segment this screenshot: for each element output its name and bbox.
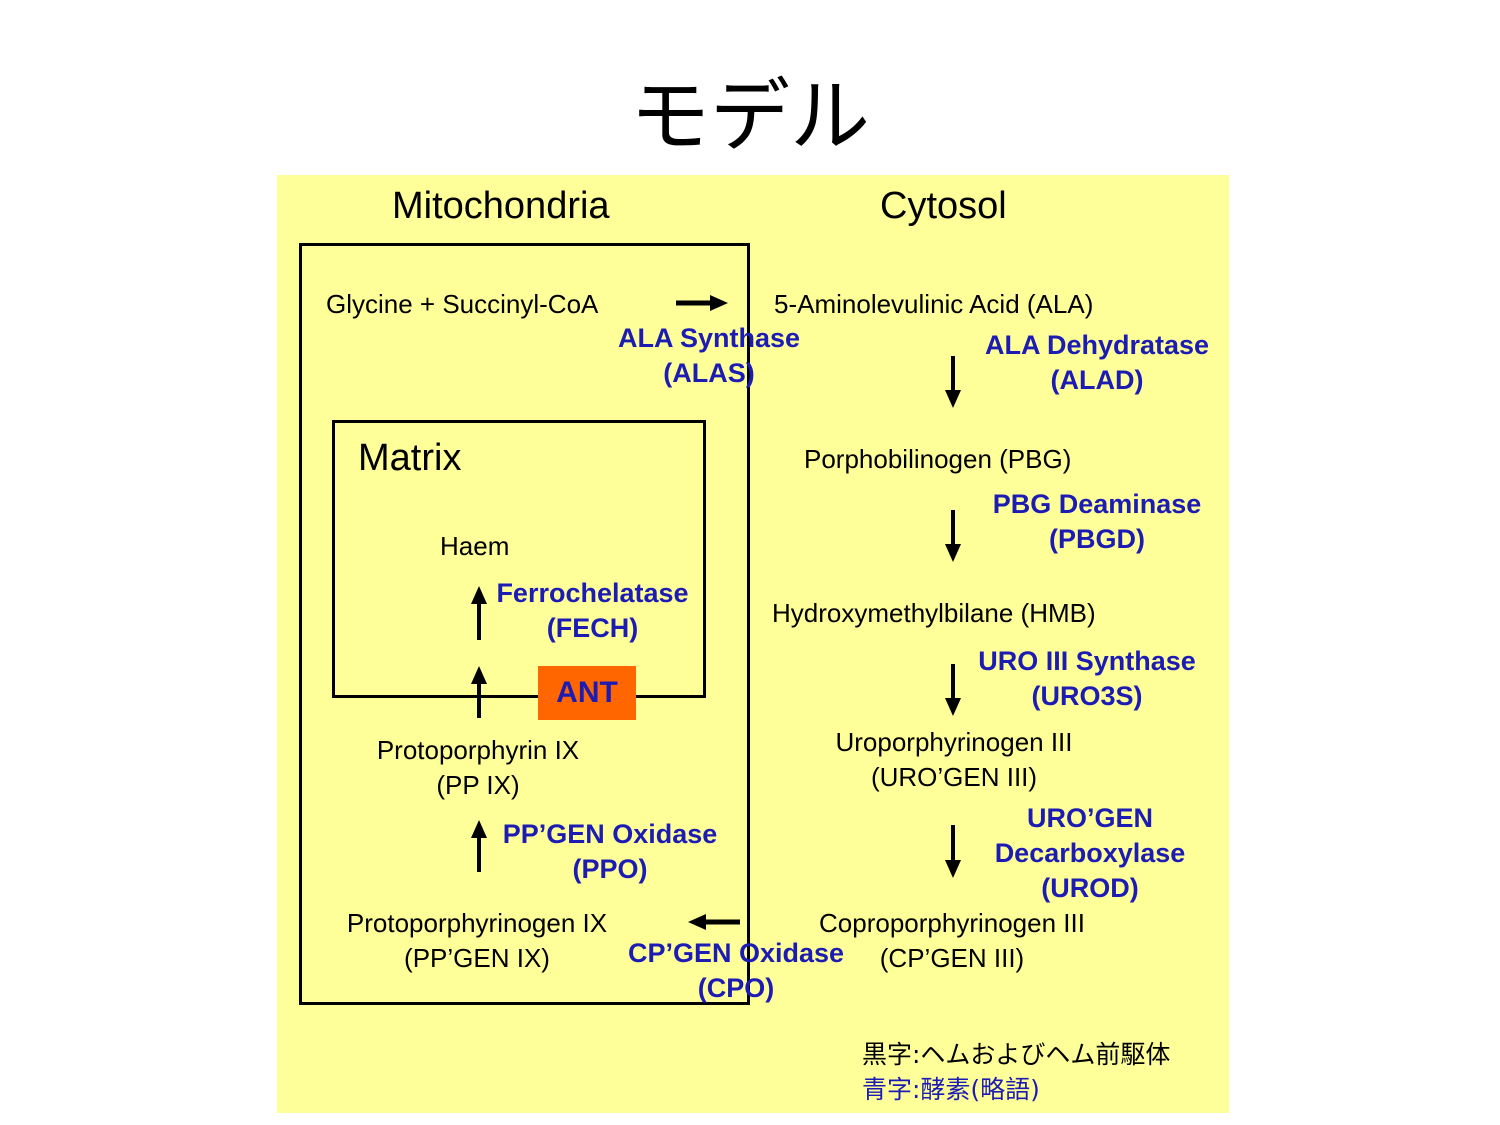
enzyme-ppo: PP’GEN Oxidase (PPO) xyxy=(502,819,718,884)
ant-transporter: ANT xyxy=(538,666,636,720)
diagram-panel xyxy=(277,175,1229,1113)
enzyme-pbgd: PBG Deaminase (PBGD) xyxy=(992,489,1202,554)
pbg-metabolite: Porphobilinogen (PBG) xyxy=(804,444,1072,474)
enzyme-urod: URO’GEN Decarboxylase (UROD) xyxy=(994,803,1186,903)
hmb-metabolite: Hydroxymethylbilane (HMB) xyxy=(772,598,1096,628)
ppgen-metabolite: Protoporphyrinogen IX (PP’GEN IX) xyxy=(346,908,608,973)
ppix-metabolite: Protoporphyrin IX (PP IX) xyxy=(376,735,580,800)
arrow-down-icon xyxy=(945,510,961,562)
enzyme-fech: Ferrochelatase (FECH) xyxy=(496,578,689,643)
enzyme-alad: ALA Dehydratase (ALAD) xyxy=(984,330,1210,395)
enzyme-alas: ALA Synthase (ALAS) xyxy=(617,323,801,388)
page-title: モデル xyxy=(630,70,870,163)
legend-blue-text: 青字:酵素(略語) xyxy=(862,1075,1040,1104)
matrix-label: Matrix xyxy=(358,437,462,479)
arrow-down-icon xyxy=(945,356,961,408)
legend-black-text: 黒字:ヘムおよびヘム前駆体 xyxy=(862,1040,1171,1069)
ala-metabolite: 5-Aminolevulinic Acid (ALA) xyxy=(774,289,1094,319)
arrow-right-icon xyxy=(676,295,728,311)
arrow-down-icon xyxy=(945,664,961,716)
arrow-up-icon xyxy=(471,666,487,718)
arrow-left-icon xyxy=(688,914,740,930)
enzyme-uro3s: URO III Synthase (URO3S) xyxy=(978,646,1196,711)
cytosol-label: Cytosol xyxy=(880,185,1007,227)
arrow-down-icon xyxy=(945,825,961,878)
enzyme-cpo: CP’GEN Oxidase (CPO) xyxy=(627,938,845,1003)
urogen-metabolite: Uroporphyrinogen III (URO’GEN III) xyxy=(835,727,1073,792)
mitochondria-label: Mitochondria xyxy=(392,185,610,227)
glycine-succinyl-coa: Glycine + Succinyl-CoA xyxy=(326,289,599,319)
matrix-box xyxy=(332,420,706,698)
arrow-up-icon xyxy=(471,586,487,640)
mitochondria-box xyxy=(299,243,750,1005)
cpgen-metabolite: Coproporphyrinogen III (CP’GEN III) xyxy=(819,908,1085,973)
haem-metabolite: Haem xyxy=(440,531,510,561)
arrow-up-icon xyxy=(471,820,487,872)
